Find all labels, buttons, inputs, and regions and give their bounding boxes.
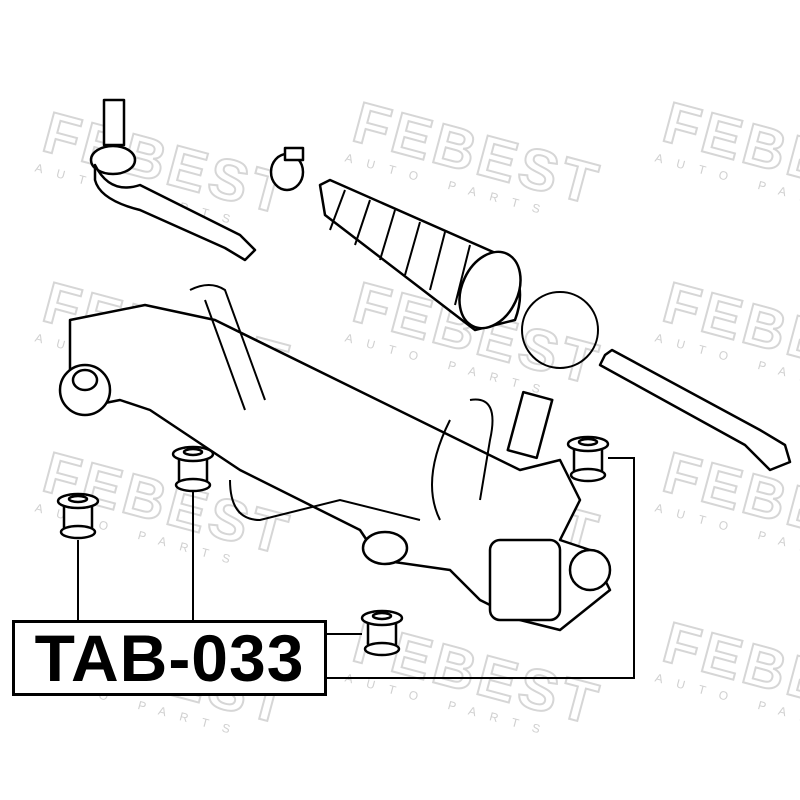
rubber-bushing [360,609,404,657]
part-number-text: TAB-033 [34,621,305,695]
rack-boot [318,178,522,332]
svg-text:FEBEST: FEBEST [657,90,800,218]
rubber-bushing [566,435,610,483]
svg-text:FEBEST: FEBEST [657,610,800,738]
part-number-label: TAB-033 [12,620,327,696]
inner-tie-rod [598,348,792,472]
o-ring [521,291,599,369]
boot-clamp [269,146,305,192]
rubber-bushing [56,492,100,540]
leader-lines [77,457,635,679]
steering-rack-housing [58,284,612,632]
tie-rod-end [89,98,257,262]
svg-text:FEBEST: FEBEST [657,270,800,398]
rubber-bushing [171,445,215,493]
